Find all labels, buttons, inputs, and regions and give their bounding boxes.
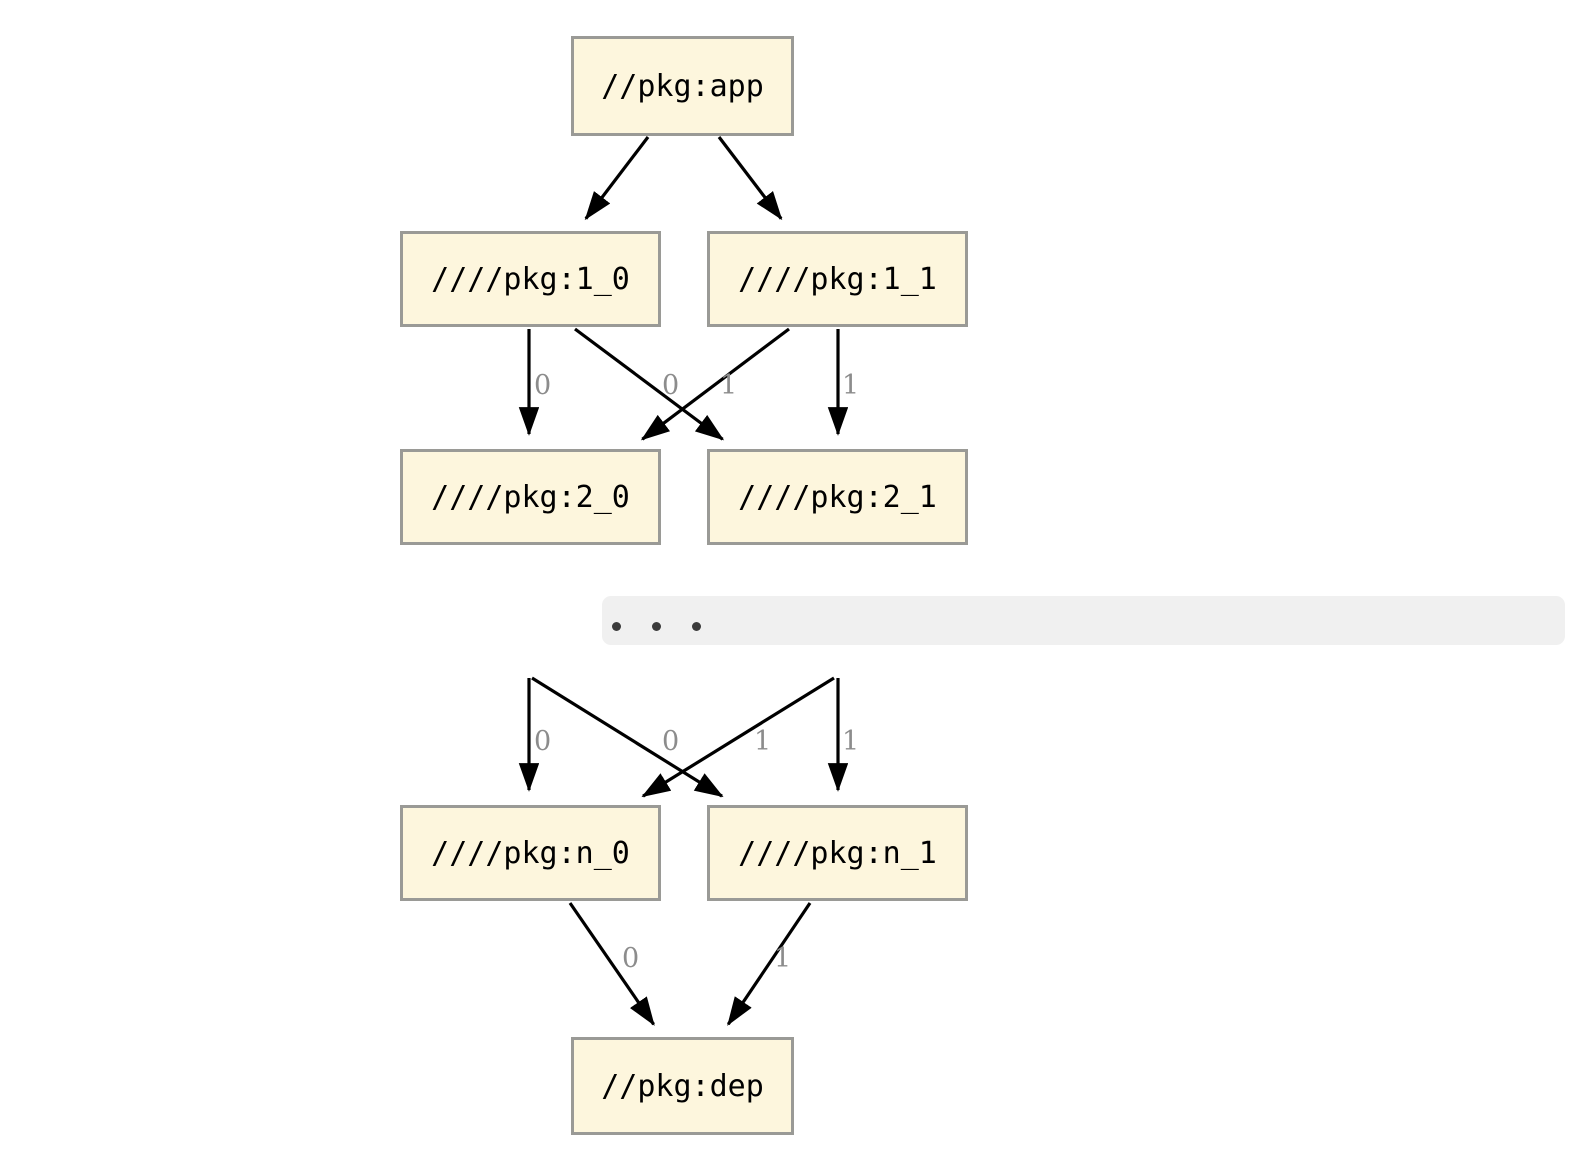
ellipsis-dot [652,622,661,631]
graph-node-dep[interactable]: //pkg:dep [571,1037,794,1135]
graph-node-label: ////pkg:n_0 [431,835,630,871]
graph-node-l2_0[interactable]: ////pkg:2_0 [400,449,661,545]
edge-label-e-n_1-dep: 1 [774,943,792,974]
graph-node-label: //pkg:dep [601,1068,764,1104]
ellipsis-separator [602,596,1565,645]
graph-node-label: ////pkg:n_1 [738,835,937,871]
graph-node-label: ////pkg:2_0 [431,479,630,515]
ellipsis-dot [692,622,701,631]
graph-edge-e-x-n_1 [531,676,724,798]
graph-node-label: ////pkg:2_1 [738,479,937,515]
graph-edge-e-app-1_1 [717,136,783,221]
graph-node-ln_1[interactable]: ////pkg:n_1 [707,805,968,901]
edge-label-e-1_0-2_1: 0 [662,370,680,401]
graph-edge-e-n_0-dep [568,902,655,1026]
graph-node-l1_0[interactable]: ////pkg:1_0 [400,231,661,327]
edge-label-e-x-n_0: 0 [534,726,552,757]
graph-node-label: ////pkg:1_0 [431,261,630,297]
graph-edge-e-n_1-dep [726,902,812,1026]
graph-node-ln_0[interactable]: ////pkg:n_0 [400,805,661,901]
edge-label-e-1_0-2_0: 0 [534,370,552,401]
edge-label-e-y-n_0: 1 [754,726,772,757]
graph-node-label: ////pkg:1_1 [738,261,937,297]
edge-label-e-y-n_1: 1 [842,726,860,757]
graph-edge-e-1_0-2_1 [574,327,725,441]
ellipsis-dots [602,622,701,631]
edge-label-e-1_1-2_1: 1 [842,370,860,401]
edge-label-e-1_1-2_0: 1 [720,370,738,401]
edge-label-e-n_0-dep: 0 [622,943,640,974]
graph-edge-e-app-1_0 [584,136,650,221]
graph-node-l2_1[interactable]: ////pkg:2_1 [707,449,968,545]
ellipsis-dot [612,622,621,631]
graph-node-app[interactable]: //pkg:app [571,36,794,136]
graph-node-l1_1[interactable]: ////pkg:1_1 [707,231,968,327]
edge-label-e-x-n_1: 0 [662,726,680,757]
graph-node-label: //pkg:app [601,68,764,104]
